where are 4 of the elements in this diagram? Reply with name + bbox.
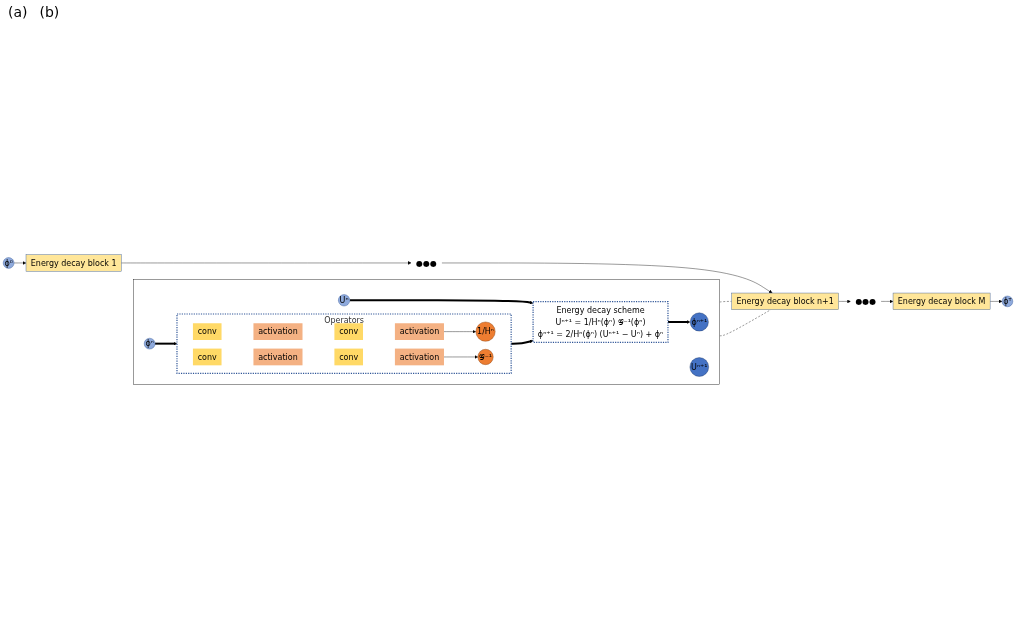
panel-label: (a) xyxy=(8,4,28,20)
panel-label: (b) xyxy=(39,4,60,20)
arrow xyxy=(348,298,534,304)
cluster xyxy=(133,278,720,385)
